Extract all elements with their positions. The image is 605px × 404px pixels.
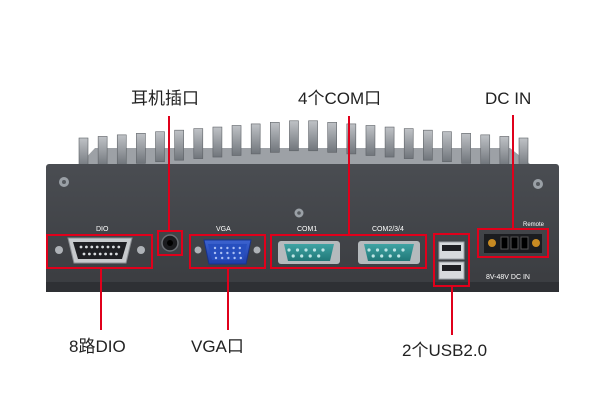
dc-in-terminal [477,228,549,258]
callout-dio: 8路DIO [69,337,126,356]
usb-ports [433,233,470,287]
callout-com-ports: 4个COM口 [298,89,382,108]
dio-port-label: DIO [96,226,109,233]
callout-dc-in: DC IN [485,89,532,108]
heatsink-fins [78,120,530,169]
headphone-jack [157,230,183,256]
com234-port-label: COM2/3/4 [372,226,404,233]
dio-connector [46,234,153,269]
com-ports [270,234,427,269]
callout-headphone-jack: 耳机插口 [131,89,199,108]
com1-port-label: COM1 [297,226,318,233]
callout-vga: VGA口 [191,337,244,356]
callout-lines [100,115,514,335]
remote-label: Remote [523,222,545,228]
callout-usb: 2个USB2.0 [402,341,488,360]
chassis-panel [46,164,559,292]
vga-port-label: VGA [216,226,231,233]
dc-voltage-label: 8V-48V DC IN [486,274,530,281]
screw-icon [59,177,543,218]
